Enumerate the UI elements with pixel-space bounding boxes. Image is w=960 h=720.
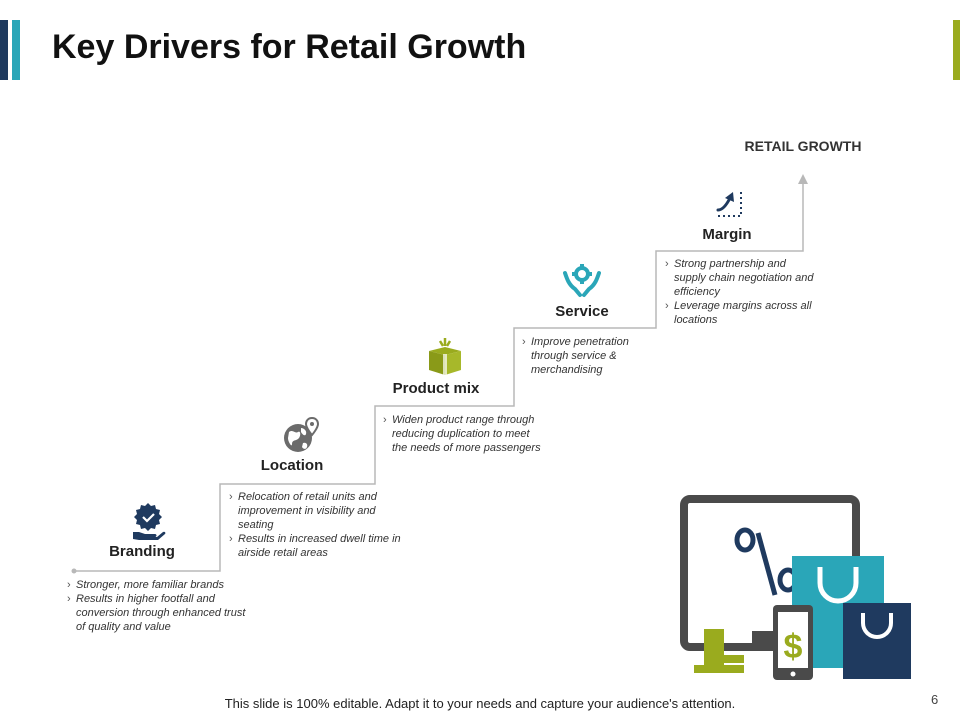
step-label-branding: Branding <box>109 543 175 560</box>
step-label-location: Location <box>260 457 324 474</box>
hands-gear-icon <box>563 264 601 297</box>
bullet-item: Stronger, more familiar brands <box>67 578 252 592</box>
retail-growth-label: RETAIL GROWTH <box>744 138 862 154</box>
staircase-start-dot <box>71 568 77 574</box>
bullets-branding: Stronger, more familiar brands Results i… <box>67 578 252 634</box>
bullets-location: Relocation of retail units and improveme… <box>229 490 409 560</box>
bullet-item: Relocation of retail units and improveme… <box>229 490 409 532</box>
bullets-product-mix: Widen product range through reducing dup… <box>383 413 543 455</box>
svg-text:$: $ <box>784 628 803 666</box>
globe-pin-icon <box>284 416 320 452</box>
hand-badge-icon <box>133 503 166 540</box>
online-shopping-illustration: $ <box>680 495 911 680</box>
accent-bar-olive <box>953 20 960 80</box>
staircase-arrowhead <box>798 174 808 184</box>
bullets-service: Improve penetration through service & me… <box>522 335 657 377</box>
staircase-line <box>74 182 804 572</box>
step-label-service: Service <box>555 303 609 320</box>
bullet-item: Leverage margins across all locations <box>665 299 820 327</box>
slide-title: Key Drivers for Retail Growth <box>52 28 527 66</box>
bullets-margin: Strong partnership and supply chain nego… <box>665 257 820 327</box>
bullet-item: Results in higher footfall and conversio… <box>67 592 252 634</box>
bullet-item: Strong partnership and supply chain nego… <box>665 257 820 299</box>
bullet-item: Improve penetration through service & me… <box>522 335 657 377</box>
growth-arrow-icon <box>716 192 742 217</box>
gift-box-icon <box>429 338 461 375</box>
accent-bar-teal <box>12 20 20 80</box>
shopping-bag-navy-icon <box>843 603 911 679</box>
bullet-item: Widen product range through reducing dup… <box>383 413 543 455</box>
accent-bar-navy <box>0 20 8 80</box>
step-label-product-mix: Product mix <box>392 380 480 397</box>
plug-icon <box>694 629 744 673</box>
step-label-margin: Margin <box>702 226 752 243</box>
bullet-item: Results in increased dwell time in airsi… <box>229 532 409 560</box>
page-number: 6 <box>931 692 939 707</box>
footer-note: This slide is 100% editable. Adapt it to… <box>224 696 736 711</box>
phone-dollar-icon: $ <box>773 605 813 680</box>
